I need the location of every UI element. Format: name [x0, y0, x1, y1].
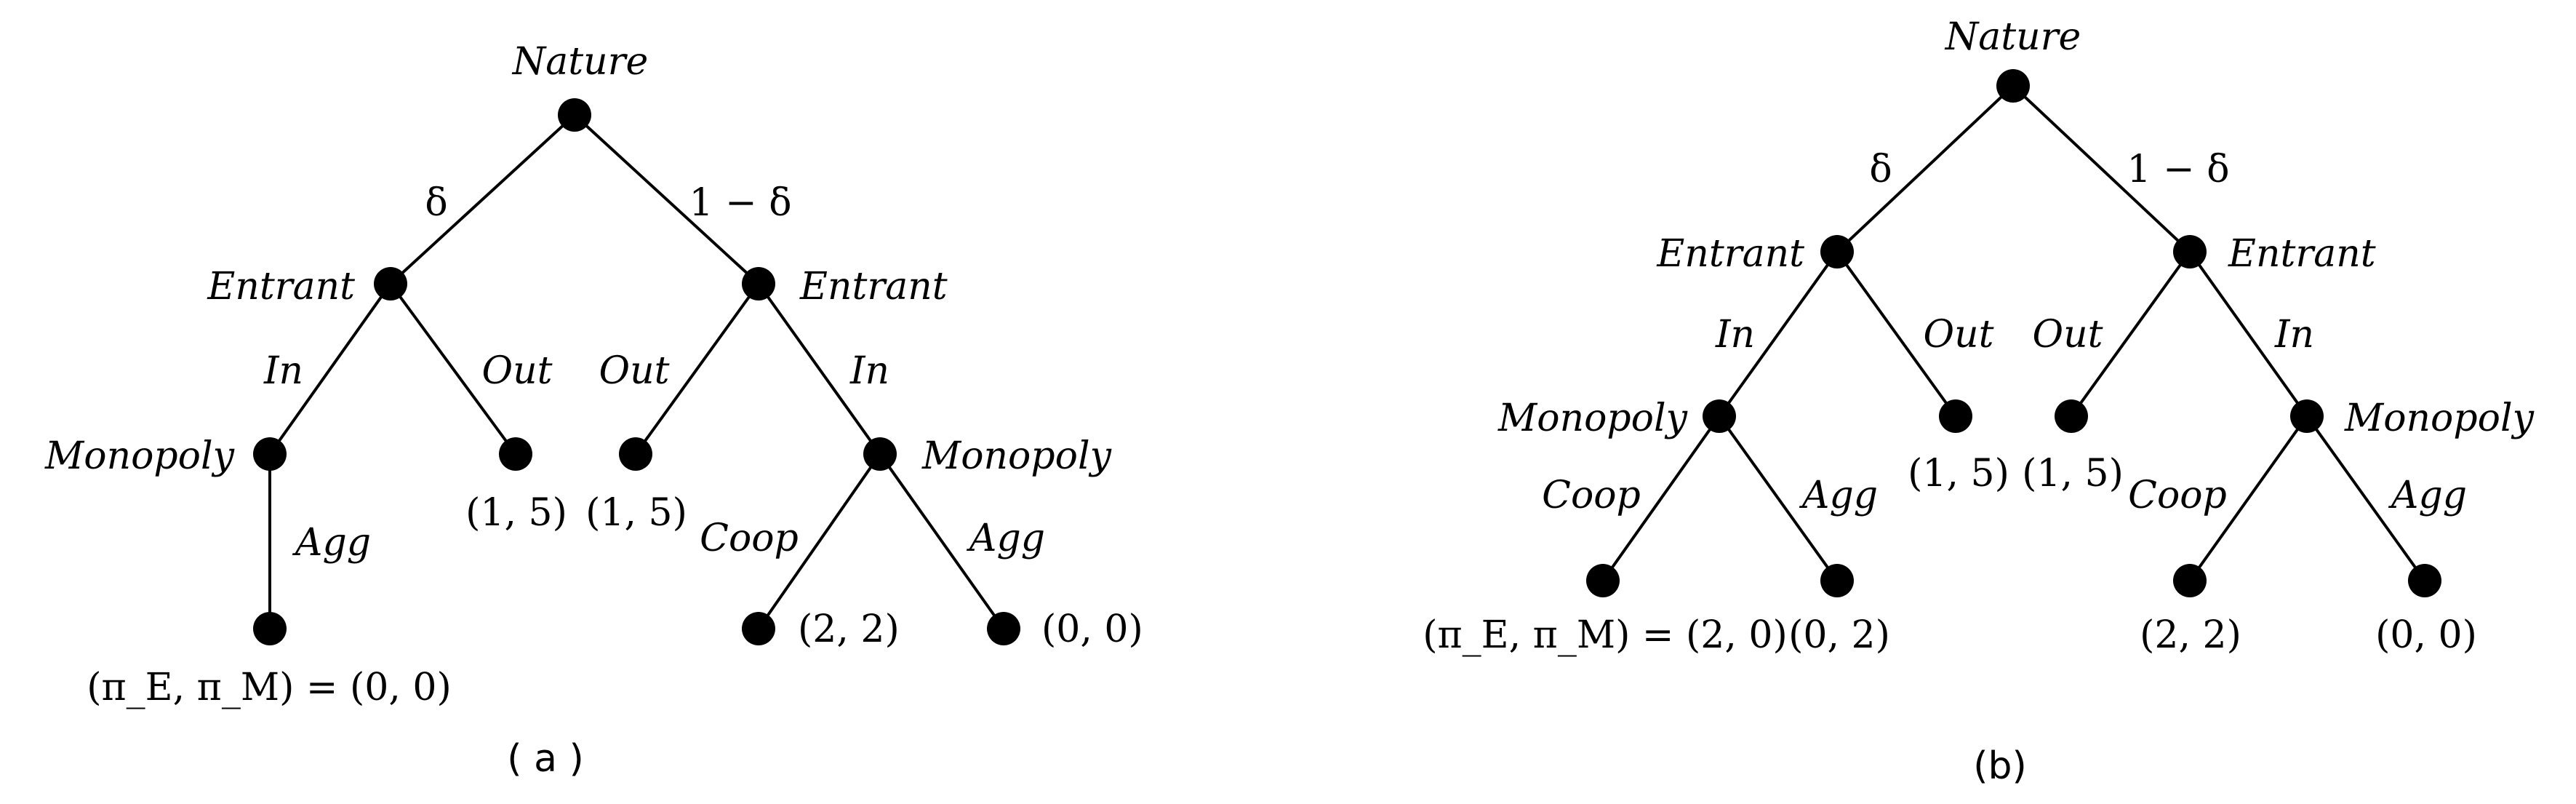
payoff-out-right: (1, 5): [2022, 452, 2124, 495]
payoff-coop-right: (2, 2): [798, 608, 900, 651]
label-in-left: In: [263, 349, 303, 393]
payoff-coop-right: (2, 2): [2140, 613, 2241, 657]
label-nature: Nature: [1944, 15, 2081, 59]
node-nature: [558, 98, 591, 132]
node-agg-left: [1820, 564, 1854, 597]
payoff-out-left: (1, 5): [1908, 452, 2009, 495]
edge-entrant-right-in: [2188, 250, 2308, 418]
edge-nature-entrant-right: [573, 114, 760, 285]
label-monopoly-left: Monopoly: [1497, 397, 1688, 440]
label-monopoly-left: Monopoly: [44, 434, 235, 478]
node-monopoly-right: [863, 437, 897, 471]
edge-monopoly-right-agg: [879, 453, 1005, 630]
node-entrant-right: [742, 267, 775, 300]
edge-entrant-left-in: [268, 282, 392, 455]
label-agg-right: Agg: [967, 517, 1045, 560]
payoff-agg-right: (0, 0): [2375, 613, 2477, 657]
edge-monopoly-right-coop: [2188, 415, 2308, 582]
node-coop-right: [2173, 564, 2207, 597]
payoff-agg-left: (π_E, π_M) = (0, 0): [87, 666, 452, 709]
edge-entrant-left-out: [1836, 250, 1957, 418]
node-agg-right: [987, 612, 1020, 645]
edge-nature-entrant-left: [389, 114, 576, 285]
label-in-right: In: [849, 349, 889, 393]
label-in-right: In: [2274, 313, 2314, 357]
label-branch-left: δ: [425, 181, 447, 225]
node-monopoly-left: [253, 437, 287, 471]
node-agg-left: [253, 612, 287, 645]
edge-entrant-left-in: [1718, 250, 1839, 418]
node-coop-right: [742, 612, 775, 645]
label-agg-left: Agg: [292, 521, 371, 565]
payoff-agg-right: (0, 0): [1041, 608, 1143, 651]
label-nature: Nature: [511, 40, 649, 84]
label-coop-left: Coop: [1542, 474, 1641, 517]
label-out-right: Out: [2032, 313, 2103, 357]
edge-monopoly-right-coop: [757, 453, 881, 630]
node-out-right: [2055, 399, 2088, 433]
label-agg-right: Agg: [2388, 474, 2467, 517]
edge-monopoly-left-coop: [1601, 415, 1721, 582]
payoff-agg-left: (0, 2): [1788, 613, 1890, 657]
label-monopoly-right: Monopoly: [921, 434, 1112, 478]
caption-a: ( a ): [507, 737, 584, 781]
label-out-left: Out: [1923, 313, 1993, 357]
node-monopoly-right: [2290, 399, 2324, 433]
label-out-right: Out: [599, 349, 669, 393]
payoff-out-left: (1, 5): [465, 491, 567, 535]
label-entrant-left: Entrant: [207, 265, 355, 309]
edge-entrant-right-out: [634, 282, 760, 455]
edge-entrant-left-out: [389, 282, 517, 455]
edge-monopoly-left-agg: [1718, 415, 1839, 582]
node-out-left: [1939, 399, 1972, 433]
label-entrant-right: Entrant: [799, 265, 948, 309]
tree-b: Nature δ 1 − δ Entrant Entrant In Out Ou…: [1423, 15, 2534, 788]
edge-nature-entrant-left: [1836, 84, 2015, 253]
tree-a: Nature δ 1 − δ Entrant Entrant In Out Ou…: [44, 40, 1143, 781]
label-entrant-left: Entrant: [1656, 232, 1804, 276]
node-entrant-left: [1820, 235, 1854, 268]
node-entrant-right: [2173, 235, 2207, 268]
node-coop-left: [1586, 564, 1620, 597]
node-entrant-left: [374, 267, 407, 300]
label-in-left: In: [1715, 313, 1755, 357]
label-agg-left: Agg: [1799, 474, 1878, 517]
label-entrant-right: Entrant: [2228, 232, 2376, 276]
label-branch-right: 1 − δ: [689, 181, 791, 225]
label-branch-right: 1 − δ: [2127, 148, 2229, 191]
edge-nature-entrant-right: [2012, 84, 2191, 253]
node-agg-right: [2408, 564, 2441, 597]
label-monopoly-right: Monopoly: [2344, 397, 2535, 440]
label-out-left: Out: [481, 349, 552, 393]
label-coop-right: Coop: [700, 517, 799, 560]
label-branch-left: δ: [1869, 148, 1892, 191]
payoff-coop-left: (π_E, π_M) = (2, 0): [1423, 613, 1788, 657]
edge-entrant-right-in: [757, 282, 881, 455]
node-monopoly-left: [1703, 399, 1736, 433]
edge-monopoly-right-agg: [2305, 415, 2426, 582]
edge-entrant-right-out: [2070, 250, 2191, 418]
node-out-right: [619, 437, 652, 471]
caption-b: (b): [1973, 744, 2027, 788]
node-out-left: [499, 437, 532, 471]
node-nature: [1996, 69, 2030, 103]
label-coop-right: Coop: [2128, 474, 2227, 517]
payoff-out-right: (1, 5): [585, 491, 687, 535]
